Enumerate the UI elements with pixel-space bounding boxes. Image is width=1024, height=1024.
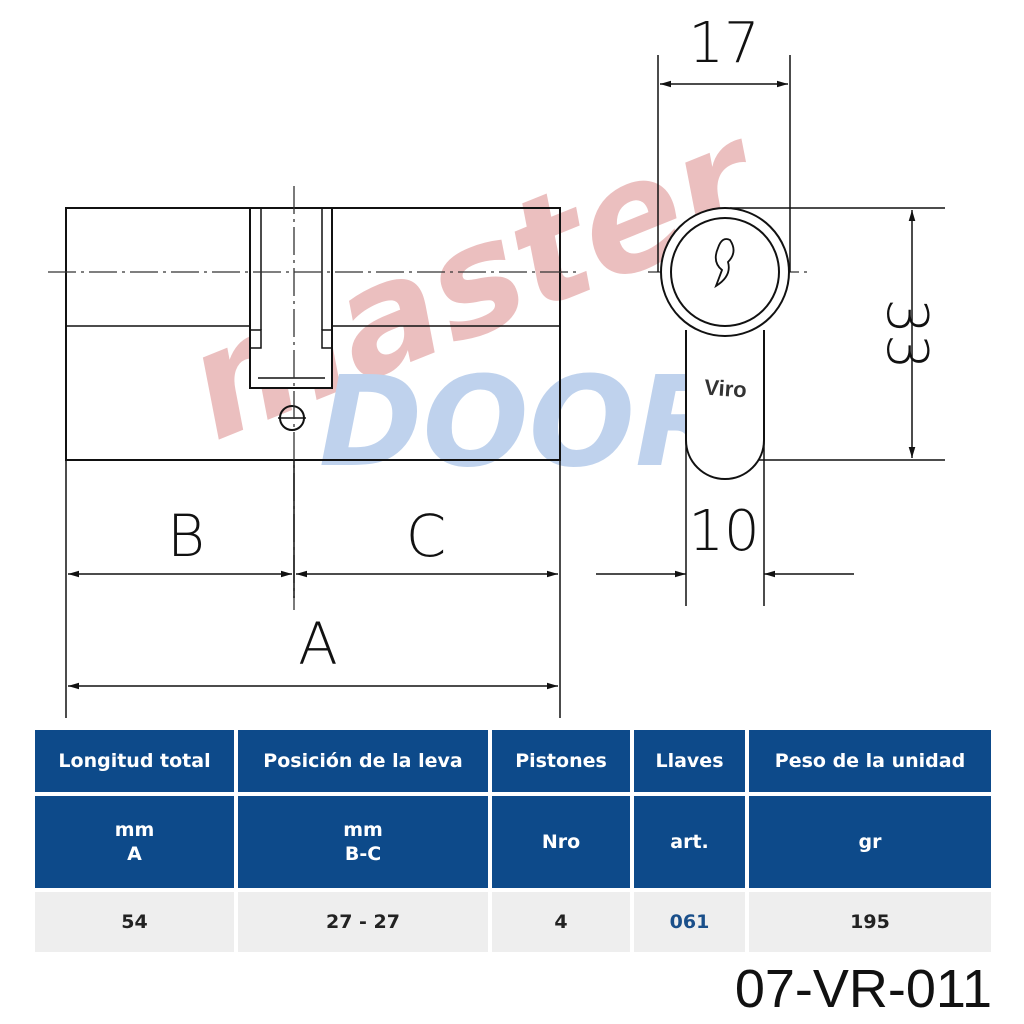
technical-drawing: master DOOR: [48, 11, 945, 718]
cam-slot: [249, 207, 333, 389]
value-peso: 195: [749, 892, 991, 952]
brand-mark: Viro: [704, 375, 748, 403]
unit-posicion-line1: mm: [343, 819, 383, 841]
value-posicion: 27 - 27: [238, 892, 488, 952]
header-pistones: Pistones: [492, 730, 630, 792]
keyway-icon: [714, 238, 735, 289]
cylinder-front-view: [660, 207, 790, 480]
unit-pistones: Nro: [492, 796, 630, 888]
unit-posicion-line2: B-C: [344, 843, 382, 865]
header-row: Longitud total Posición de la leva Pisto…: [35, 730, 991, 792]
dim-label-a: A: [298, 610, 338, 678]
unit-longitud-line2: A: [127, 843, 142, 865]
value-longitud: 54: [35, 892, 234, 952]
unit-peso: gr: [749, 796, 991, 888]
dim-label-17: 17: [688, 11, 759, 76]
spec-table: Longitud total Posición de la leva Pisto…: [31, 726, 995, 956]
dim-label-10: 10: [688, 499, 759, 564]
header-longitud-total: Longitud total: [35, 730, 234, 792]
dim-label-c: C: [406, 502, 447, 570]
header-llaves: Llaves: [634, 730, 745, 792]
header-posicion-leva: Posición de la leva: [238, 730, 488, 792]
values-row: 54 27 - 27 4 061 195: [35, 892, 991, 952]
cylinder-side-view: [65, 207, 561, 461]
value-pistones: 4: [492, 892, 630, 952]
dim-label-33: 33: [874, 298, 939, 369]
value-llaves-link[interactable]: 061: [634, 892, 745, 952]
unit-llaves: art.: [634, 796, 745, 888]
unit-longitud-line1: mm: [114, 819, 155, 841]
watermark-door: DOOR: [319, 350, 732, 495]
dimension-lines: [68, 80, 916, 690]
dim-label-b: B: [167, 502, 205, 570]
header-peso: Peso de la unidad: [749, 730, 991, 792]
product-code: 07-VR-011: [734, 959, 992, 1019]
